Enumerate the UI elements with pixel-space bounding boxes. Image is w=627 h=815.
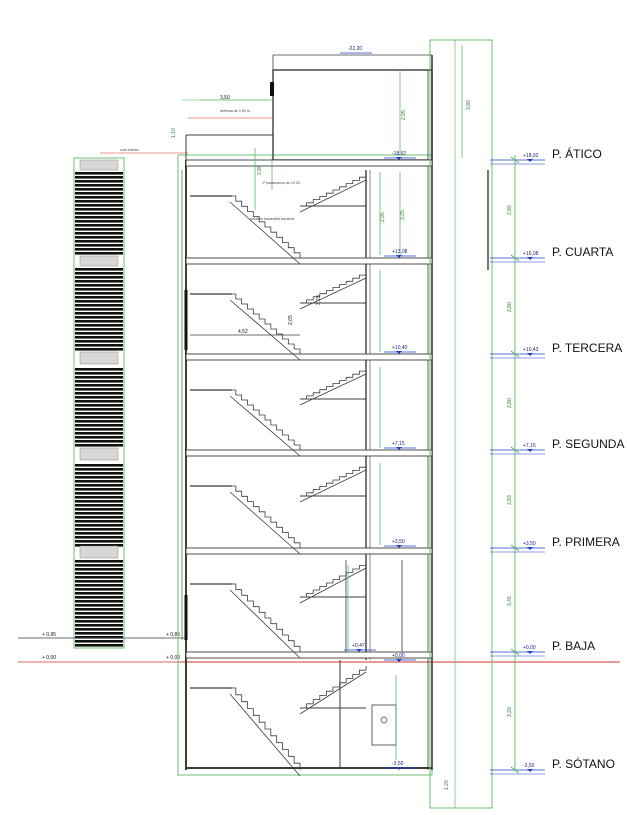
right-dim-1: 2,80 — [507, 302, 513, 312]
level-marker — [527, 449, 533, 452]
right-dim-5: 3,20 — [507, 707, 513, 717]
level-marker — [527, 547, 533, 550]
cota-interior-note: cota interior — [120, 148, 140, 152]
right-dimension-rail: 2,80 2,80 2,80 2,83 3,45 3,20 — [490, 155, 545, 775]
stair-height-dim: 3,23 — [316, 295, 322, 305]
inner-level-marks: -18,92 +13,08 +10,40 +7,15 +3,50 +0,47 +0,00 -3… — [344, 151, 416, 770]
facade-elevation — [73, 157, 125, 649]
inner-dimension-lines — [254, 45, 463, 760]
floor-label-3: P. SEGUNDA — [552, 437, 624, 451]
left-level-marks: + 0,95 + 0,00 + 0,85 + 0,00 cota interio… — [18, 148, 188, 663]
inner-level-7: -3,50 — [392, 761, 404, 767]
wall-ground-level: + 0,00 — [166, 655, 180, 661]
floor-level-1: +16,08 — [523, 251, 539, 257]
stair-dims: 4,52 3,23 2,65 — [190, 295, 322, 336]
floor-label-4: P. PRIMERA — [552, 535, 620, 549]
floor-label-2: P. TERCERA — [552, 341, 622, 355]
inner-dims: 2,95 3,25 2,80 — [257, 165, 406, 222]
side-dim: 1,10 — [171, 128, 177, 138]
level-marker — [527, 159, 533, 162]
level-marker — [527, 257, 533, 260]
roof-dim: 3,80 — [466, 100, 472, 110]
antepecho-note: defensa de 0,90 m — [220, 109, 250, 113]
floor-label-6: P. SÓTANO — [552, 756, 615, 771]
facade-frame — [73, 157, 125, 649]
bottom-dim: 1,20 — [444, 780, 450, 790]
level-marker — [527, 353, 533, 356]
top-level-value: -22,20 — [348, 46, 362, 52]
floor-labels: P. ÁTICO +18,92 P. CUARTA +16,08 P. TERCERA +… — [523, 146, 624, 772]
inner-dim-3: 2,80 — [257, 165, 263, 175]
facade-ground-level: + 0,00 — [42, 655, 56, 661]
floor-level-3: +7,15 — [523, 443, 536, 449]
right-dim-2: 2,80 — [507, 398, 513, 408]
floor-slabs — [185, 159, 433, 659]
floor-level-4: +3,50 — [523, 541, 536, 547]
floor-label-0: P. ÁTICO — [552, 146, 602, 161]
building-section — [177, 39, 493, 809]
wall-base-level: + 0,85 — [166, 632, 180, 638]
inner-dim-1: 2,95 — [380, 212, 386, 222]
inner-level-3: +7,15 — [392, 441, 405, 447]
facade-base-level: + 0,95 — [42, 632, 56, 638]
right-dim-4: 3,45 — [507, 596, 513, 606]
upper-dim: 2,95 — [401, 110, 407, 120]
floor-level-5: +0,00 — [523, 645, 536, 651]
floor-level-2: +10,43 — [523, 347, 539, 353]
top-level-mark: -22,20 — [340, 46, 372, 54]
right-dim-3: 2,83 — [507, 495, 513, 505]
staircase — [190, 174, 367, 777]
inner-level-1: +13,08 — [392, 249, 408, 255]
level-marker — [527, 769, 533, 772]
inner-level-6: +0,00 — [392, 653, 405, 659]
facade-louvers — [75, 159, 123, 647]
stair-mid-dim: 2,65 — [288, 315, 294, 325]
top-dimensions: 3,50 defensa de 0,90 m 1,10 3,80 2,95 — [171, 95, 472, 138]
pasamanos-note: 1º pasamanos de 10,03 — [262, 181, 300, 185]
floor-level-6: -3,50 — [523, 763, 535, 769]
stair-width-dim: 4,52 — [238, 329, 248, 335]
floor-label-1: P. CUARTA — [552, 245, 613, 259]
floor-level-0: +18,92 — [523, 153, 539, 159]
inner-level-4: +3,50 — [392, 539, 405, 545]
level-marker — [527, 651, 533, 654]
inner-dim-2: 3,25 — [400, 210, 406, 220]
barandilla-note: posición barandilla escalera — [250, 217, 294, 221]
floor-label-5: P. BAJA — [552, 639, 595, 653]
parapet-dim: 3,50 — [220, 95, 230, 101]
inner-level-0: -18,92 — [392, 151, 406, 157]
inner-level-5: +0,47 — [352, 643, 365, 649]
inner-level-2: +10,40 — [392, 345, 408, 351]
right-dim-0: 2,80 — [507, 205, 513, 215]
